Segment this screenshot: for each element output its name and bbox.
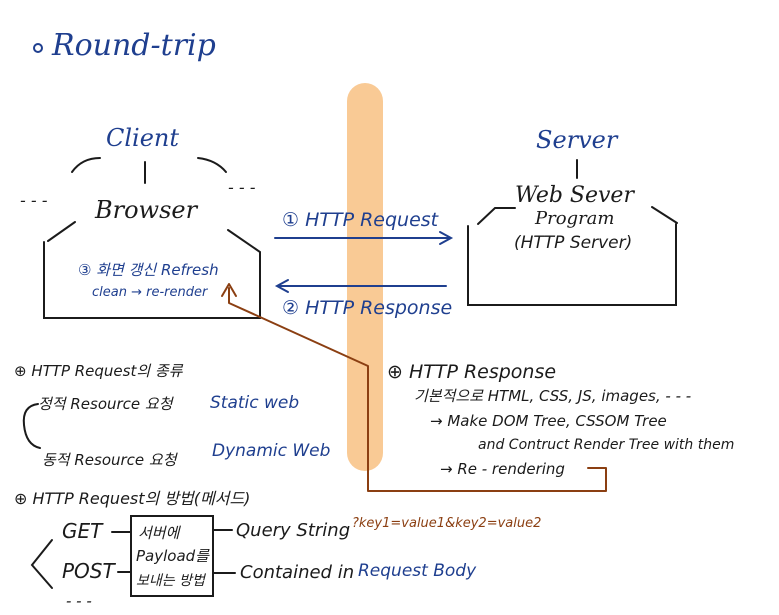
response-notes-heading: ⊕ HTTP Response	[387, 361, 556, 383]
dynamic-resource-label: 동적 Resource 요청	[42, 451, 179, 469]
method-get: GET	[62, 519, 104, 543]
methods-bracket	[30, 539, 53, 589]
title-bullet	[33, 43, 43, 53]
method-post: POST	[62, 559, 116, 583]
separator-highlight	[347, 83, 383, 471]
client-tree-lines	[71, 157, 227, 184]
response-notes-line2: → Make DOM Tree, CSSOM Tree	[430, 412, 667, 430]
response-notes-line1: 기본적으로 HTML, CSS, JS, images, - - -	[414, 387, 691, 405]
response-notes-line3: and Contruct Render Tree with them	[478, 437, 734, 453]
http-server-label: (HTTP Server)	[514, 233, 632, 253]
server-box	[467, 206, 678, 306]
payload-box-line3: 보내는 방법	[136, 573, 207, 589]
method-more: - - -	[66, 592, 92, 610]
request-arrow-label: ① HTTP Request	[282, 209, 440, 231]
static-web-label: Static web	[210, 393, 299, 413]
post-note-highlight: Request Body	[358, 561, 477, 581]
payload-box-line2: Payload를	[136, 547, 210, 565]
client-label: Client	[106, 124, 179, 152]
client-ellipsis-right: - - -	[228, 178, 256, 197]
client-ellipsis-left: - - -	[20, 191, 48, 210]
web-server-label: Web Sever	[515, 183, 635, 208]
refresh-line1: ③ 화면 갱신 Refresh	[78, 261, 219, 279]
request-arrow	[274, 231, 454, 245]
request-types-brace	[22, 403, 41, 449]
request-types-heading: ⊕ HTTP Request의 종류	[14, 362, 184, 380]
rerender-connector	[221, 283, 607, 492]
dynamic-web-label: Dynamic Web	[212, 441, 330, 461]
static-resource-label: 정적 Resource 요청	[38, 395, 175, 413]
program-label: Program	[534, 208, 614, 229]
get-note: Query String	[236, 520, 350, 541]
response-arrow-label: ② HTTP Response	[282, 297, 452, 319]
page-title: Round-trip	[51, 28, 216, 63]
get-example: ?key1=value1&key2=value2	[352, 516, 541, 531]
methods-heading: ⊕ HTTP Request의 방법(메서드)	[14, 489, 250, 508]
response-notes-line4: → Re - rendering	[440, 460, 565, 478]
response-arrow	[274, 279, 447, 293]
refresh-line2: clean → re-render	[92, 285, 209, 300]
payload-box	[130, 515, 214, 597]
method-connectors	[111, 529, 236, 574]
payload-box-line1: 서버에	[138, 524, 182, 542]
browser-label: Browser	[94, 196, 199, 224]
post-note-prefix: Contained in	[240, 562, 354, 583]
server-label: Server	[536, 126, 619, 154]
